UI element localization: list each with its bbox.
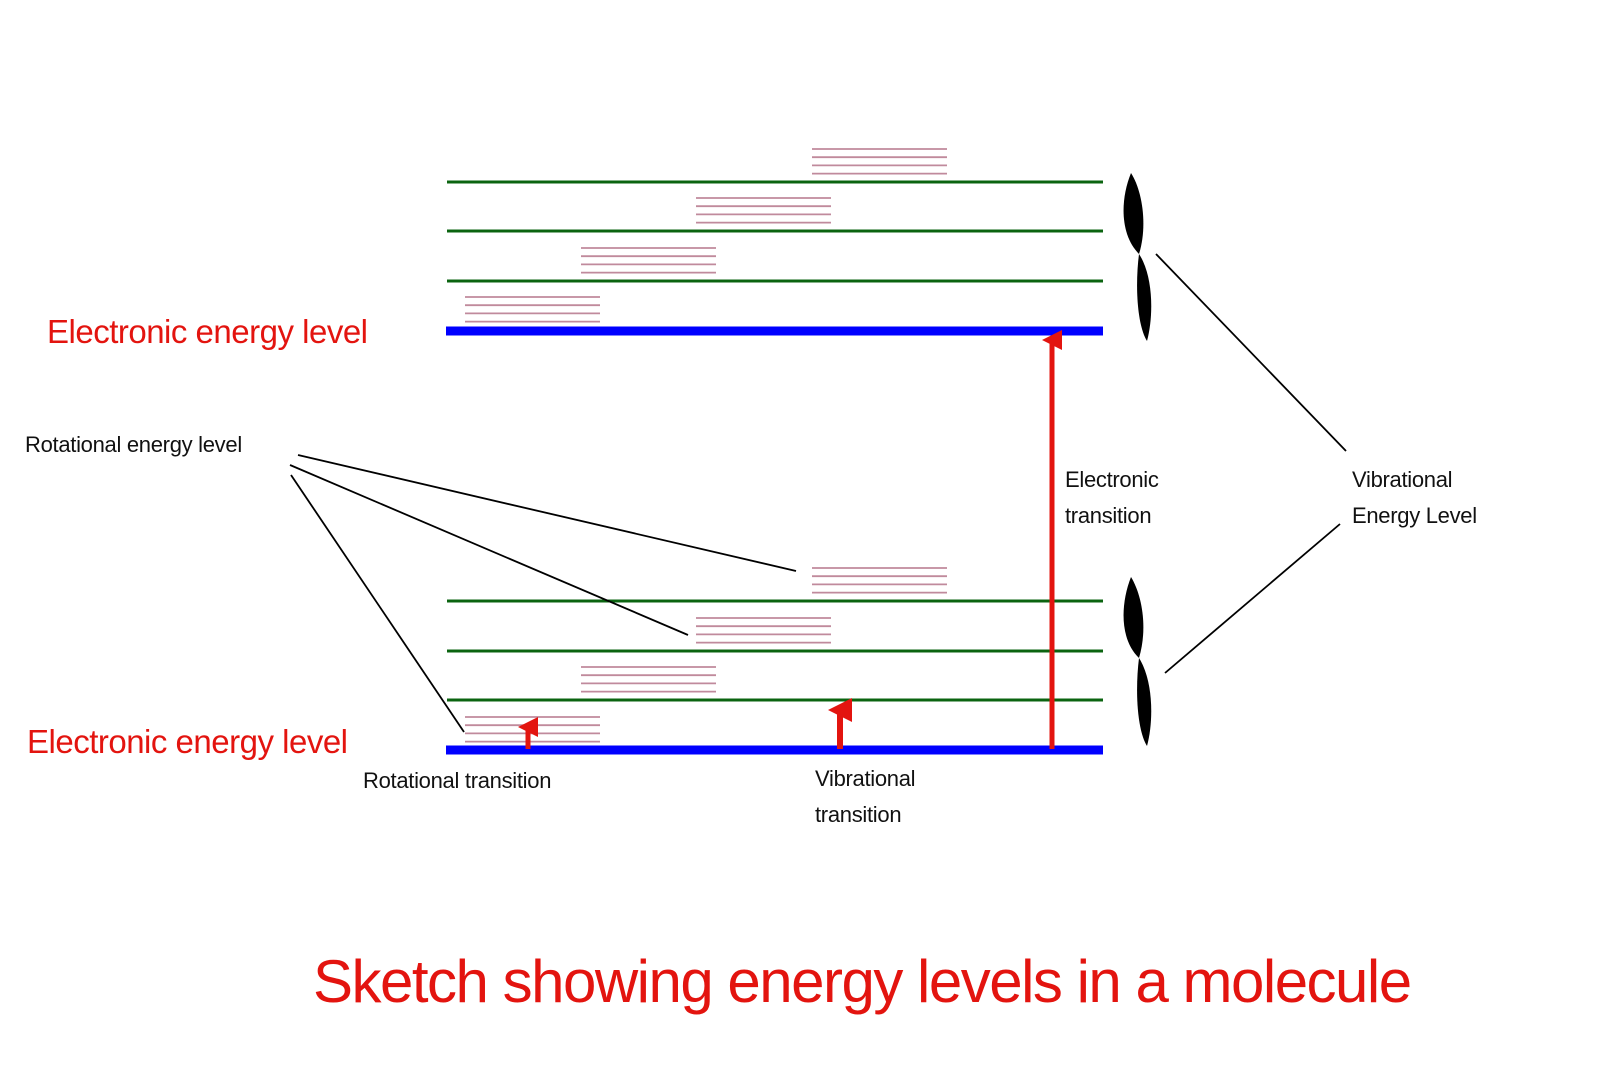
- upper-electronic-level-label: Electronic energy level: [47, 313, 368, 350]
- rotational-block-lower-0: [465, 716, 600, 743]
- electronic-transition-label-1: Electronic: [1065, 467, 1159, 492]
- lower-electronic-group: [446, 567, 1103, 755]
- electronic-transition-label-2: transition: [1065, 503, 1151, 528]
- leader-vibrational-lower: [1164, 523, 1341, 674]
- leader-vibrational-upper: [1155, 253, 1347, 452]
- leader-rotational-top: [297, 454, 797, 572]
- rotational-transition-label: Rotational transition: [363, 768, 551, 793]
- vibration-glyph-lower: [1123, 577, 1152, 746]
- rotational-block-upper-1: [581, 247, 716, 274]
- vibrational-energy-level-label-1: Vibrational: [1352, 467, 1452, 492]
- rotational-block-lower-2: [696, 617, 831, 644]
- rotational-block-upper-2: [696, 197, 831, 224]
- leader-rotational-low: [290, 474, 465, 733]
- diagram-title: Sketch showing energy levels in a molecu…: [313, 948, 1411, 1015]
- upper-electronic-group: [446, 148, 1103, 336]
- rotational-block-upper-3: [812, 148, 947, 175]
- rotational-block-lower-3: [812, 567, 947, 594]
- vibrational-transition-label-1: Vibrational: [815, 766, 915, 791]
- vibration-glyph-upper: [1123, 173, 1152, 341]
- vibrational-transition-label-2: transition: [815, 802, 901, 827]
- rotational-energy-level-label: Rotational energy level: [25, 432, 242, 457]
- leader-lines: [289, 253, 1347, 733]
- lower-electronic-level-label: Electronic energy level: [27, 723, 348, 760]
- vibrational-energy-level-label-2: Energy Level: [1352, 503, 1477, 528]
- leader-rotational-mid: [289, 464, 689, 636]
- rotational-block-lower-1: [581, 666, 716, 693]
- rotational-block-upper-0: [465, 296, 600, 323]
